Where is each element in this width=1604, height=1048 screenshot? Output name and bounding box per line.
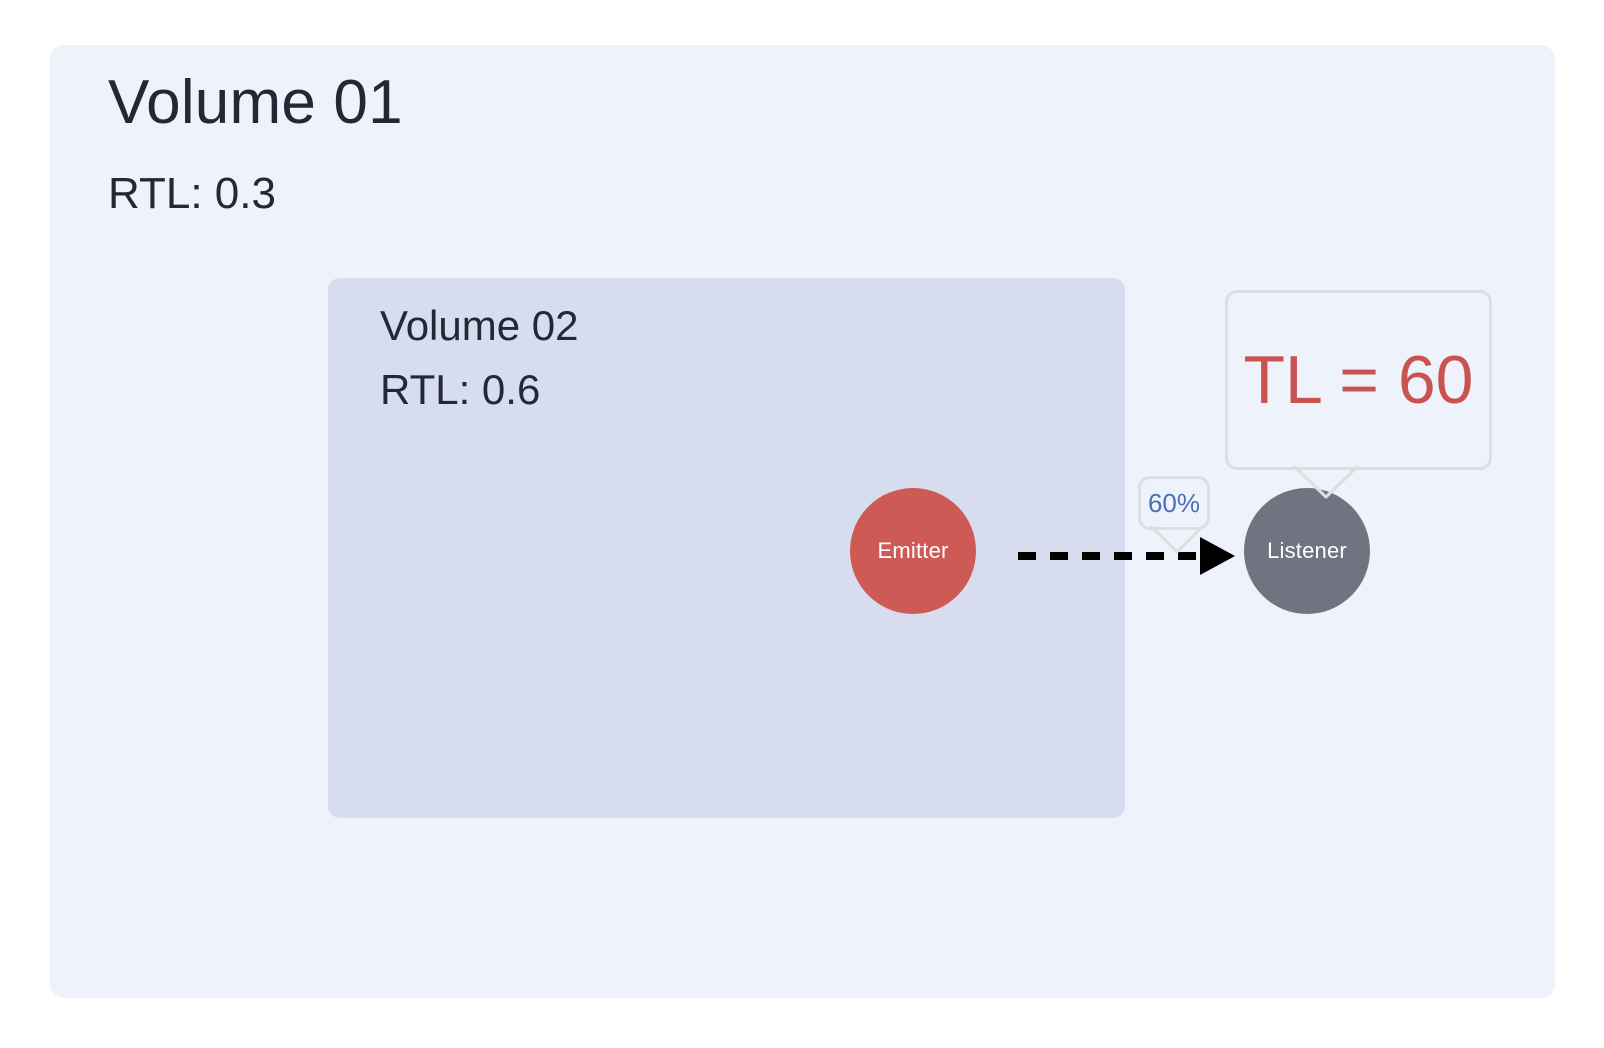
node-emitter-label: Emitter [877,538,949,563]
callout-transmission-loss[interactable]: TL = 60 [1225,290,1492,470]
volume-inner-box[interactable]: Volume 02 RTL: 0.6 [328,278,1125,818]
callout-percent[interactable]: 60% [1138,476,1210,530]
volume-outer-box[interactable]: Volume 01 RTL: 0.3 Volume 02 RTL: 0.6 Em… [50,45,1555,998]
volume-outer-title: Volume 01 [108,68,403,137]
callout-percent-text: 60% [1147,488,1201,518]
node-emitter[interactable]: Emitter [850,488,976,614]
callout-percent-pointer-icon [1150,525,1204,554]
node-listener[interactable]: Listener [1244,488,1370,614]
node-listener-label: Listener [1267,538,1347,563]
volume-inner-title: Volume 02 [380,302,579,349]
connector-arrowhead-icon [1200,537,1235,575]
volume-outer-rtl-label: RTL: 0.3 [108,169,276,218]
volume-inner-rtl-label: RTL: 0.6 [380,366,541,413]
callout-transmission-loss-text: TL = 60 [1243,342,1474,418]
